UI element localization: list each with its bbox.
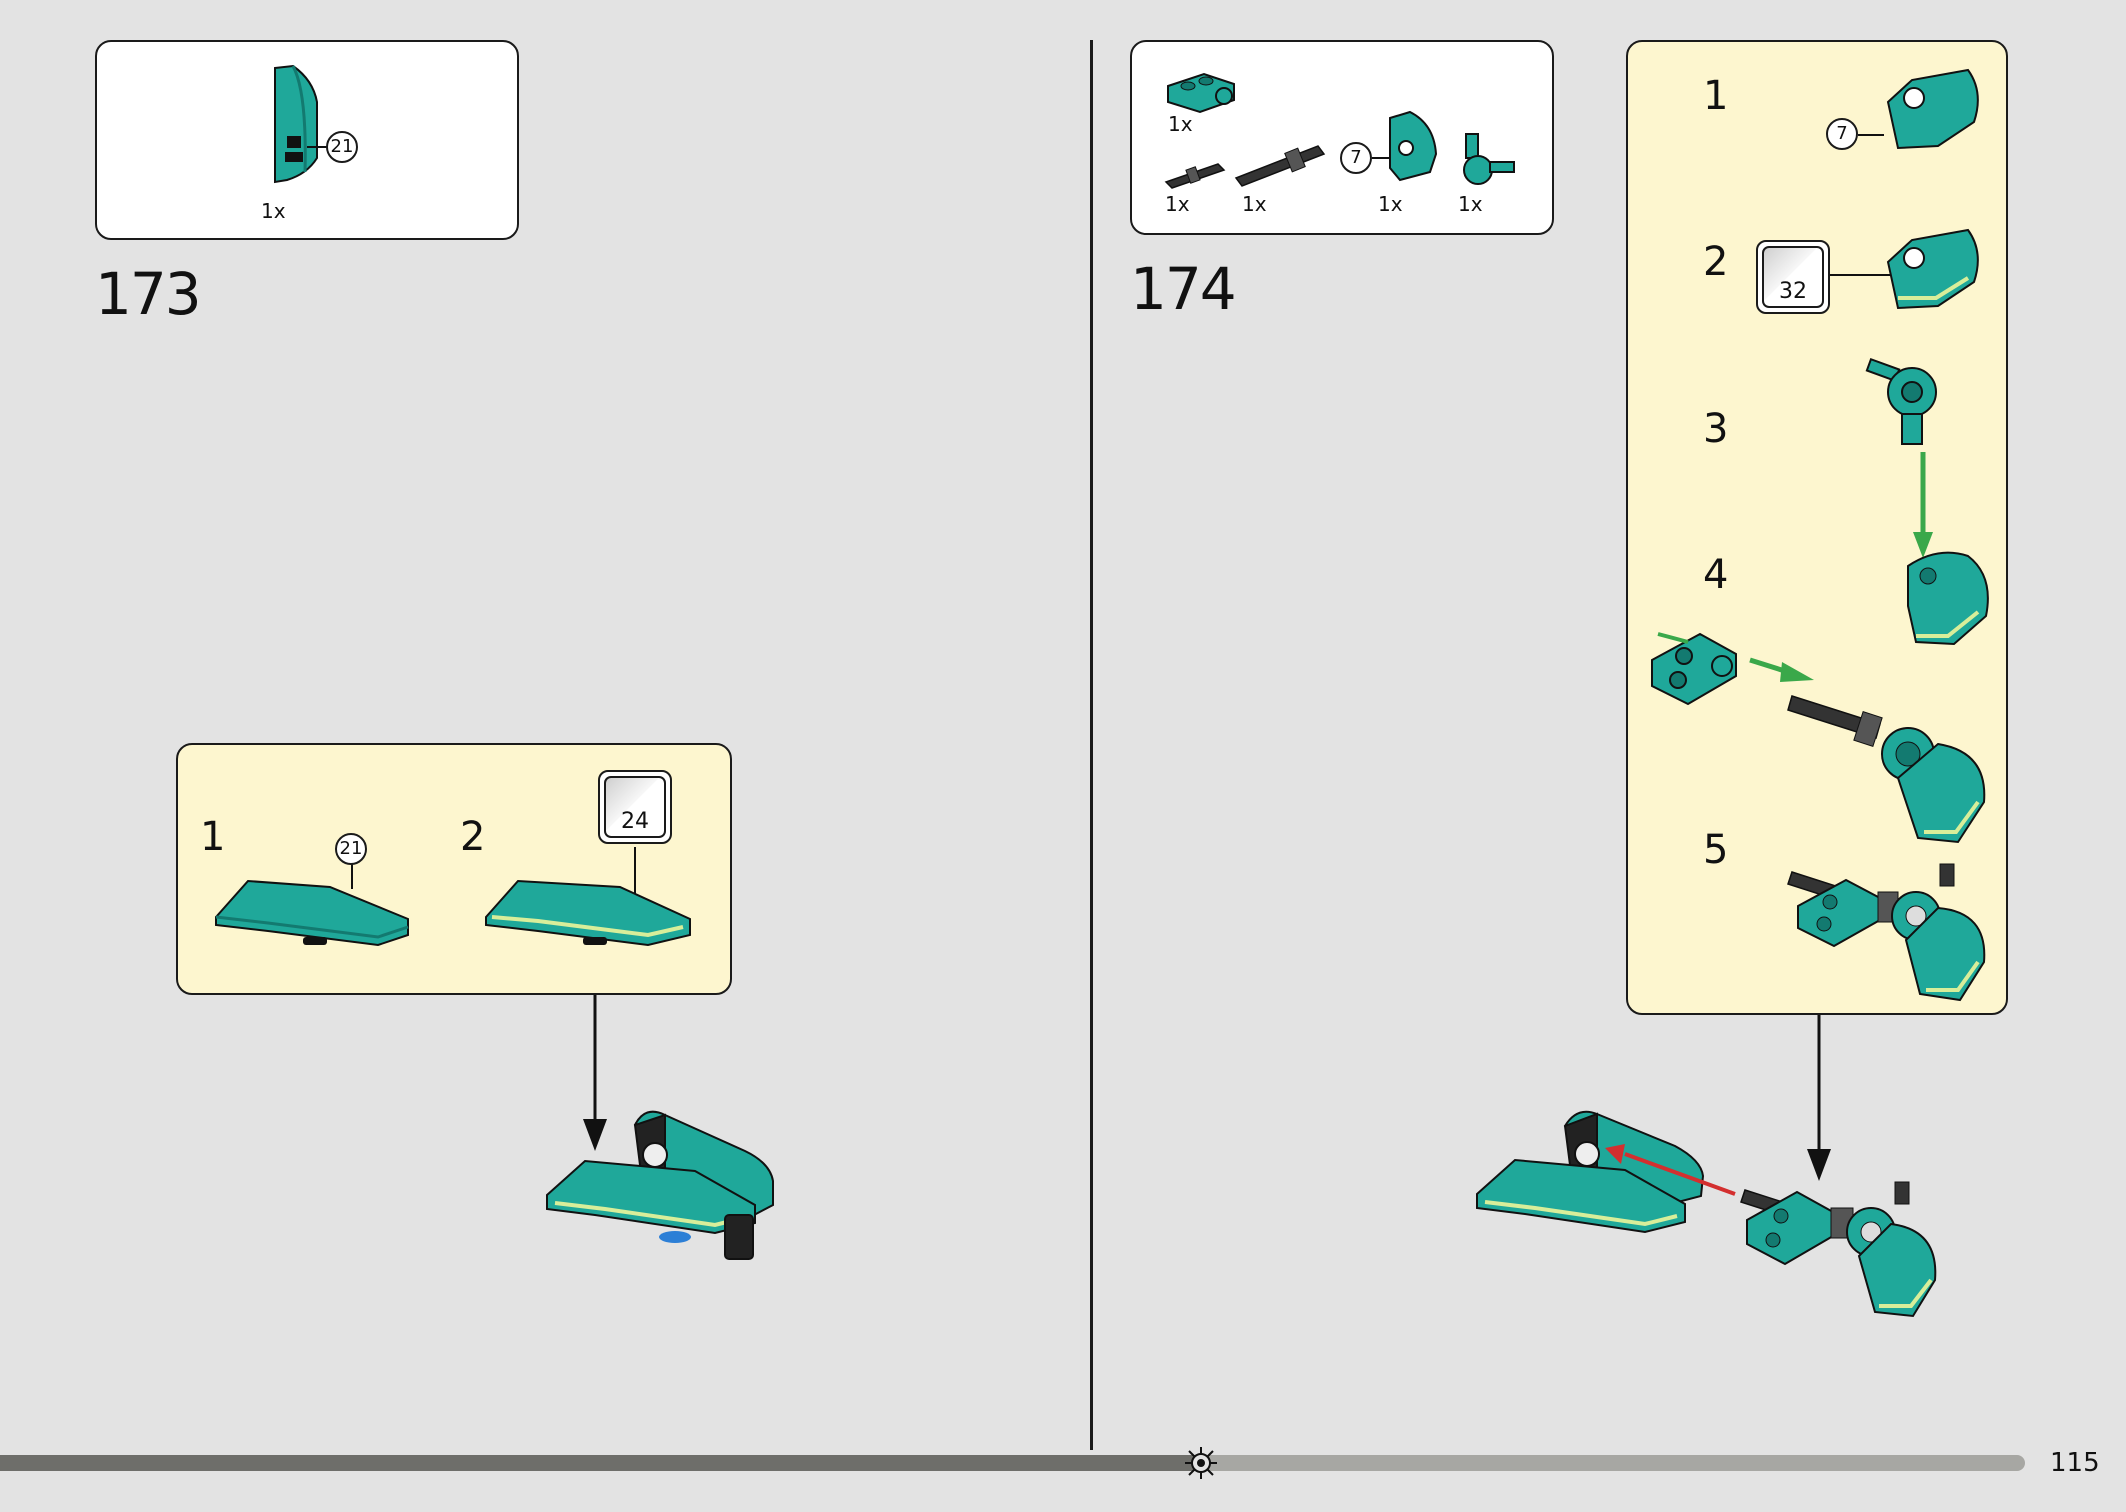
part-callout-number: 21: [326, 131, 358, 163]
part-quantity: 1x: [1458, 192, 1483, 216]
short-axle-pin-part-icon: [1164, 163, 1226, 189]
green-arrow-down: [1913, 452, 1933, 558]
substep-number: 1: [200, 814, 226, 860]
substep-number: 5: [1703, 827, 1729, 873]
part-quantity: 1x: [1165, 192, 1190, 216]
callout-leader-line: [1372, 157, 1390, 159]
curved-panel-part-icon: [274, 64, 318, 184]
sticker-number: 32: [1779, 279, 1807, 304]
step-number-174: 174: [1130, 255, 1237, 323]
progress-bar-completed: [0, 1455, 1200, 1471]
sticker-reference: 32: [1756, 240, 1830, 314]
parts-list-step-174: 1x 1x 1x 7 1x 1x: [1130, 40, 1554, 235]
part-quantity: 1x: [1378, 192, 1403, 216]
substep-number: 4: [1703, 552, 1729, 598]
substep-number: 3: [1703, 406, 1729, 452]
part-quantity: 1x: [1242, 192, 1267, 216]
green-arrow-right: [1657, 632, 1814, 682]
sticker-number: 24: [621, 809, 649, 834]
sticker-leader-line: [1830, 274, 1890, 276]
assembly-model-173: [546, 1110, 774, 1260]
callout-leader-line: [1858, 134, 1884, 136]
sub-assembly-callout-173: 1 21 2 24: [176, 743, 732, 995]
sun-gear-icon: [1185, 1447, 1217, 1479]
panel-piece-icon: [215, 879, 409, 947]
down-arrow: [1807, 1015, 1831, 1181]
axle-connector-icon: [1865, 357, 1937, 445]
sticker-reference: 24: [598, 770, 672, 844]
part-callout-number: 21: [335, 833, 367, 865]
substep-number: 1: [1703, 73, 1729, 119]
page-divider: [1090, 40, 1093, 1450]
panel-with-sticker-icon: [1886, 228, 1979, 310]
step-number-173: 173: [95, 260, 202, 328]
plate-part-icon: [1651, 632, 1737, 706]
curved-panel-icon: [1886, 68, 1979, 150]
progress-bar-remaining: [1200, 1455, 2025, 1471]
assembly-step-5-icon: [1787, 863, 1986, 1002]
page-number: 115: [2050, 1448, 2100, 1478]
assembly-model-174: [1476, 1110, 1937, 1318]
callout-leader-line: [351, 863, 353, 889]
panel-with-sticker-icon: [485, 879, 691, 947]
part-quantity: 1x: [1168, 112, 1193, 136]
parts-list-step-173: 21 1x: [95, 40, 519, 240]
substep-number: 2: [460, 814, 486, 860]
part-quantity: 1x: [261, 199, 286, 223]
axle-connector-part-icon: [1463, 133, 1515, 185]
long-axle-pin-part-icon: [1234, 145, 1326, 187]
down-arrow: [583, 995, 607, 1151]
part-callout-number: 7: [1340, 142, 1372, 174]
assembly-step-4-icon: [1787, 695, 1986, 844]
substep-number: 2: [1703, 239, 1729, 285]
sub-assembly-callout-174: 1 7 2 32 3 4: [1626, 40, 2008, 1015]
teal-plate-part-icon: [1167, 72, 1235, 114]
sticker-leader-line: [634, 847, 636, 905]
part-callout-number: 7: [1826, 118, 1858, 150]
curved-panel-part-icon: [1389, 110, 1438, 182]
callout-leader-line: [307, 146, 329, 148]
curved-panel-icon: [1907, 551, 1989, 646]
